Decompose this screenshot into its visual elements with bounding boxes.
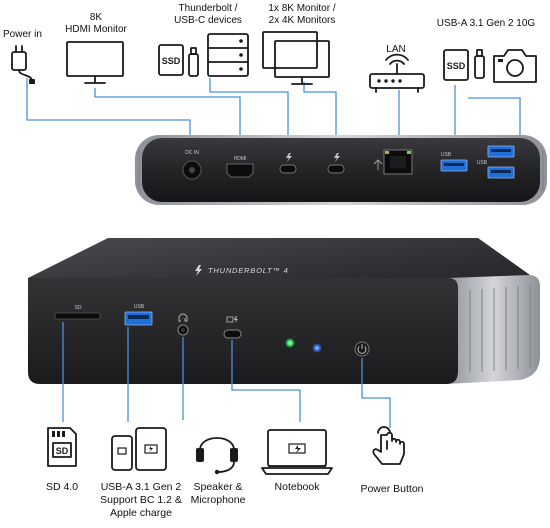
dual-monitor-icon [262,31,330,85]
line-hdmi [94,88,241,160]
status-led-blue [312,343,322,353]
status-led-green [285,338,295,348]
power-adapter-icon [11,45,35,84]
usb-a-rear-label-2: USB [477,160,488,166]
brand-label: THUNDERBOLT™ 4 [208,266,289,275]
label-speaker-line2: Microphone [191,494,246,506]
rear-panel: Power in 8K HDMI Monitor Thunderbolt / U… [3,3,547,205]
label-monitors-line1: 1x 8K Monitor / [268,3,335,14]
label-monitors-line2: 2x 4K Monitors [269,15,336,26]
label-speaker-line1: Speaker & [193,481,242,493]
ssd-icon: SSD [158,44,184,76]
usb-a-front-label: USB [134,304,145,310]
power-button-icon [372,426,405,465]
thunderbolt-logo-icon [195,265,202,276]
line-power-button [361,358,391,428]
phone-icon [111,435,133,471]
usb-stick-icon [474,49,485,79]
thunderbolt-bolt-icon [286,153,292,162]
line-usba-2 [468,97,521,143]
headset-icon [196,437,238,475]
sd-card-text: SD [56,446,69,456]
thunderbolt-port-1 [279,153,297,174]
front-dock-body: THUNDERBOLT™ 4 SD USB [28,238,540,384]
usb-a-port-front: USB [124,304,153,326]
front-connector-lines [62,322,391,428]
sd-card-icon: SD [47,427,77,467]
notebook-icon [261,429,333,475]
hdmi-port: HDMI [226,156,254,178]
label-tb-devices-line2: USB-C devices [174,15,242,26]
usb-a-rear-label: USB [441,152,452,158]
line-notebook [231,340,301,422]
line-power-in [26,78,191,143]
thunderbolt-bolt-icon [334,153,340,162]
label-usba-line3: Apple charge [110,507,172,519]
audio-jack [177,313,189,336]
usb-c-port-front [223,316,242,339]
label-usba-line1: USB-A 3.1 Gen 2 [101,481,182,493]
dc-in-port: DC IN [182,150,202,180]
laptop-port-icon [226,316,234,323]
front-panel: THUNDERBOLT™ 4 SD USB [28,238,540,519]
lan-port [373,149,413,175]
label-power-in: Power in [3,29,42,40]
label-usba-gen2: USB-A 3.1 Gen 2 10G [437,18,536,29]
storage-drive-icon [207,33,249,77]
ssd-icon: SSD [443,49,469,81]
router-icon [369,53,425,93]
ssd-text: SSD [162,56,181,66]
thunderbolt-port-2 [327,153,345,174]
label-usba-line2: Support BC 1.2 & [100,494,182,506]
label-hdmi-line1: 8K [90,12,103,23]
tablet-icon [135,427,167,471]
hdmi-monitor-icon [66,41,124,84]
sd-slot-label: SD [75,305,82,311]
usb-stick-icon [188,47,199,77]
headset-port-icon [178,313,188,322]
label-tb-devices-line1: Thunderbolt / [179,3,238,14]
usb-a-port-rear-2: USB [477,145,515,179]
rear-dock-body: DC IN HDMI [135,135,547,205]
power-button-front [354,341,370,357]
label-power-button: Power Button [360,483,423,495]
line-tb-devices [209,78,289,160]
line-monitors [303,82,337,160]
network-icon [373,159,383,170]
dc-in-port-label: DC IN [185,150,199,156]
label-hdmi-line2: HDMI Monitor [65,24,127,35]
hdmi-port-label: HDMI [234,156,247,162]
rear-connector-lines [26,78,521,160]
sd-card-slot: SD [54,305,101,320]
label-sd: SD 4.0 [46,481,78,493]
label-lan: LAN [386,44,405,55]
usb-a-port-rear-1: USB [440,152,468,172]
ssd-text: SSD [447,61,466,71]
camera-icon [493,49,537,83]
label-notebook: Notebook [275,481,321,493]
